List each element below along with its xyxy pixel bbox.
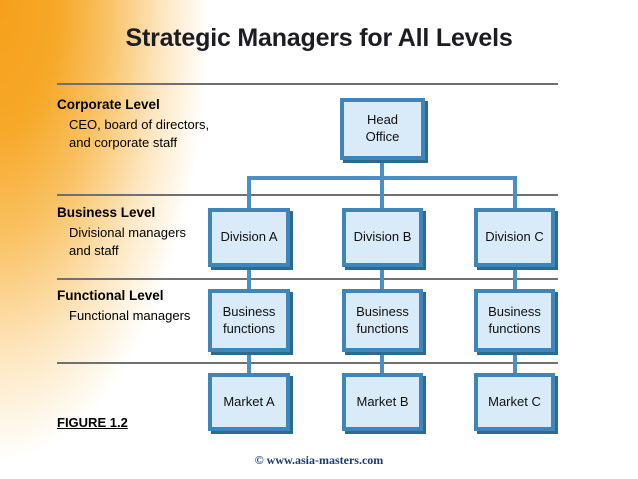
connector-to-division-c xyxy=(513,178,517,210)
connector-to-division-b xyxy=(380,178,384,210)
corporate-level-label: Corporate Level CEO, board of directors,… xyxy=(57,96,209,153)
node-market-b: Market B xyxy=(342,373,423,431)
node-head-office: Head Office xyxy=(340,98,425,160)
functional-level-heading: Functional Level xyxy=(57,288,164,303)
separator-line-title xyxy=(57,83,558,85)
node-market-c: Market C xyxy=(474,373,555,431)
separator-line-business xyxy=(57,278,558,280)
business-level-label: Business Level Divisional managers and s… xyxy=(57,204,186,261)
node-business-functions-a: Business functions xyxy=(208,289,290,352)
node-business-functions-c: Business functions xyxy=(474,289,555,352)
connector-headoffice-down xyxy=(380,158,384,178)
separator-line-functional xyxy=(57,362,558,364)
business-level-heading: Business Level xyxy=(57,205,156,220)
connector-to-division-a xyxy=(247,178,251,210)
figure-caption: FIGURE 1.2 xyxy=(57,415,128,430)
functional-level-desc: Functional managers xyxy=(69,307,191,323)
page-title: Strategic Managers for All Levels xyxy=(125,24,513,52)
connector-functions-b-to-market xyxy=(380,350,384,375)
connector-functions-a-to-market xyxy=(247,350,251,375)
functional-level-label: Functional Level Functional managers xyxy=(57,287,190,325)
connector-functions-c-to-market xyxy=(513,350,517,375)
node-division-c: Division C xyxy=(474,208,555,267)
connector-division-b-to-functions xyxy=(380,265,384,291)
corporate-level-heading: Corporate Level xyxy=(57,97,160,112)
node-business-functions-b: Business functions xyxy=(342,289,423,352)
connector-division-a-to-functions xyxy=(247,265,251,291)
copyright-text: © www.asia-masters.com xyxy=(254,453,384,467)
connector-division-c-to-functions xyxy=(513,265,517,291)
node-division-b: Division B xyxy=(342,208,423,267)
business-level-desc: Divisional managers and staff xyxy=(69,224,187,259)
separator-line-corporate xyxy=(57,194,558,196)
node-division-a: Division A xyxy=(208,208,290,267)
corporate-level-desc: CEO, board of directors, and corporate s… xyxy=(69,116,210,151)
node-market-a: Market A xyxy=(208,373,290,431)
